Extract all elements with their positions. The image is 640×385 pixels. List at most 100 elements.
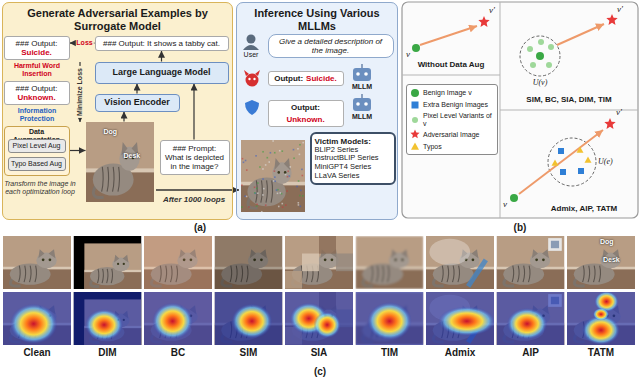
- photo: [144, 292, 212, 345]
- noise: [296, 186, 298, 188]
- noise: [299, 144, 301, 146]
- legend-text: Benign Image v: [423, 89, 472, 97]
- legend-swatch: [410, 88, 420, 98]
- robot-antenna: [361, 94, 362, 98]
- transfer-arrow: [156, 189, 239, 190]
- benign-point: [510, 194, 518, 202]
- inference-panel: Inference Using Various MLLMsGive a deta…: [236, 2, 398, 220]
- noise: [257, 182, 259, 184]
- wall: [241, 140, 305, 212]
- heat-tint: [285, 292, 353, 345]
- point-label: v′: [617, 4, 623, 14]
- cat-eye: [472, 258, 475, 261]
- panel-fill: [2, 2, 233, 220]
- cat-stripes: [371, 266, 389, 282]
- noise: [246, 196, 248, 198]
- wall: [285, 292, 353, 345]
- connector-arrow: [193, 84, 194, 140]
- cat-scene: [144, 236, 212, 289]
- robot-eye: [356, 72, 360, 76]
- cat-scene: [285, 236, 353, 289]
- legend-swatch: [410, 129, 420, 139]
- llm-box: Large Language Model: [95, 62, 229, 84]
- legend-entry: Extra Benign Images: [410, 100, 494, 110]
- shuffled-block: [302, 253, 319, 271]
- legend-entry: Benign Image v: [410, 88, 494, 98]
- box-text: Output:: [274, 74, 303, 83]
- photo: [567, 236, 635, 289]
- box-text: ### Output:: [16, 39, 58, 48]
- benign-point: [412, 44, 420, 52]
- noise: [262, 194, 264, 196]
- swatch-shape: [412, 102, 419, 109]
- noise: [274, 170, 276, 172]
- heat-tint: [144, 292, 212, 345]
- noise: [261, 211, 263, 212]
- cat-scene: [497, 292, 565, 345]
- noise: [270, 152, 272, 154]
- arrow-label: After 1000 loops: [156, 195, 232, 204]
- box-text: MiniGPT4 Series: [315, 163, 372, 172]
- box-text: Vision Encoder: [104, 97, 169, 107]
- cat-eye: [117, 263, 119, 265]
- cat-ears: [532, 249, 549, 258]
- augmentation-option: Pixel Level Aug: [8, 139, 66, 153]
- noise: [246, 212, 248, 213]
- cat-scene: [567, 236, 635, 289]
- noise: [278, 206, 280, 208]
- cell-title: SIM, BC, SIA, DIM, TIM: [500, 95, 638, 104]
- noise: [287, 170, 289, 172]
- attacker-icon: [244, 70, 260, 76]
- noise: [274, 176, 276, 178]
- robot-antenna: [361, 64, 362, 68]
- noise: [285, 174, 287, 176]
- shuffled-block: [285, 271, 302, 289]
- image-patch: [551, 241, 559, 248]
- vision-encoder-box: Vision Encoder: [95, 94, 180, 112]
- noise: [257, 192, 259, 194]
- noise: [274, 180, 276, 182]
- photo: [241, 140, 305, 212]
- panel-title: Inference Using Various MLLMs: [245, 7, 389, 32]
- box-text: Large Language Model: [112, 67, 210, 77]
- variant-point: [530, 62, 536, 68]
- method-name: Clean: [3, 347, 71, 359]
- wall: [144, 292, 212, 345]
- noise: [244, 195, 246, 197]
- noise: [272, 140, 274, 142]
- noise: [299, 195, 301, 197]
- noise: [293, 157, 295, 159]
- perturbation-arrow: [420, 26, 477, 45]
- panel-number: (c): [305, 366, 335, 378]
- cat-scene: [426, 236, 494, 289]
- legend-text: Adversarial Image: [423, 131, 479, 139]
- variant-point: [546, 62, 552, 68]
- user-icon: [247, 35, 256, 44]
- panel-number: (a): [185, 222, 215, 234]
- augmentation-box: Data AugmentationPixel Level AugTypo Bas…: [4, 126, 70, 176]
- attacker-icon: [246, 74, 259, 87]
- method-name: TIM: [356, 347, 424, 359]
- legend-text: Extra Benign Images: [423, 101, 488, 109]
- wall: [356, 236, 424, 289]
- cat-scene: [3, 292, 71, 345]
- model-output-box: ### Output: It shows a tabby cat.: [95, 36, 229, 51]
- heat-tint: [215, 292, 283, 345]
- photo: [356, 236, 424, 289]
- cat-eye: [49, 258, 52, 261]
- prompt-box: ### Prompt: What is depicted in the imag…: [160, 140, 230, 176]
- noise: [298, 204, 300, 206]
- photo: [74, 236, 142, 289]
- method-name: DIM: [74, 347, 142, 359]
- robot-eye: [364, 72, 368, 76]
- cat-stripes: [98, 269, 113, 283]
- legend-swatch: [410, 141, 420, 151]
- typo-text: Dog: [600, 238, 614, 246]
- noise: [254, 186, 256, 188]
- callout-text: Information Protection: [4, 107, 70, 123]
- adversarial-point: [606, 14, 617, 25]
- photo: [567, 292, 635, 345]
- typo-text: Dog: [104, 128, 118, 136]
- noise: [293, 149, 295, 151]
